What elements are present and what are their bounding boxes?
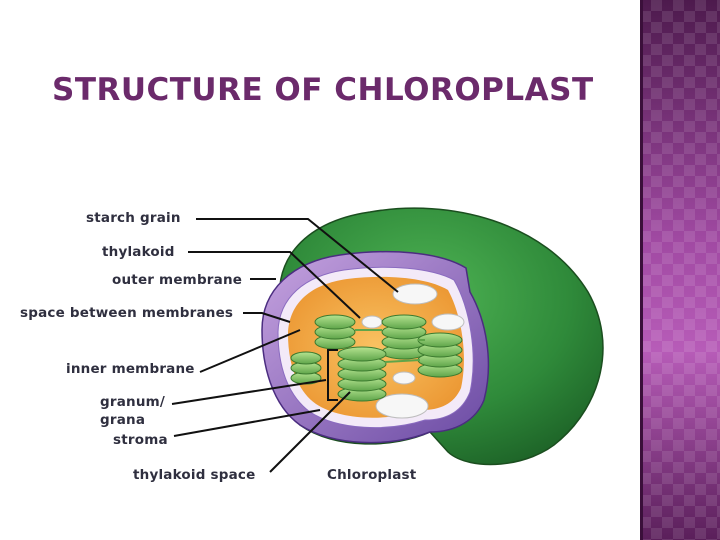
granum-stack-2 [381,314,427,360]
leader-line-thylakoid-space [269,391,351,473]
label-granum: granum/ [100,394,165,410]
granum-stack-5 [290,351,322,385]
granum-stack-4 [337,346,387,402]
starch-grain-1 [392,283,438,305]
label-inner-membrane: inner membrane [66,361,195,377]
label-starch-grain: starch grain [86,210,181,226]
leader-line-inner-membrane [199,329,301,373]
diagram-caption: Chloroplast [327,467,417,483]
leader-line-space-between-membranes [243,312,291,323]
label-space-between-membranes: space between membranes [20,305,233,321]
side-decoration-band [640,0,720,540]
stroma-lamella [355,329,425,363]
starch-grain-4 [361,315,383,329]
label-stroma: stroma [113,432,168,448]
starch-grain-3 [375,393,429,419]
starch-grain-2 [431,313,465,331]
label-grana: grana [100,412,145,428]
starch-grain-5 [392,371,416,385]
label-thylakoid: thylakoid [102,244,175,260]
granum-stack-3 [417,332,463,378]
leader-line-thylakoid [188,251,361,319]
granum-bracket [327,349,338,401]
label-outer-membrane: outer membrane [112,272,242,288]
slide-title: STRUCTURE OF CHLOROPLAST [52,72,594,108]
granum-stack-1 [314,314,356,350]
stroma-shape [288,276,464,418]
side-band-edge [640,0,643,540]
leader-line-stroma [173,409,321,437]
leader-line-granum [171,379,327,405]
label-thylakoid-space: thylakoid space [133,467,255,483]
leader-line-starch-grain [196,218,399,293]
